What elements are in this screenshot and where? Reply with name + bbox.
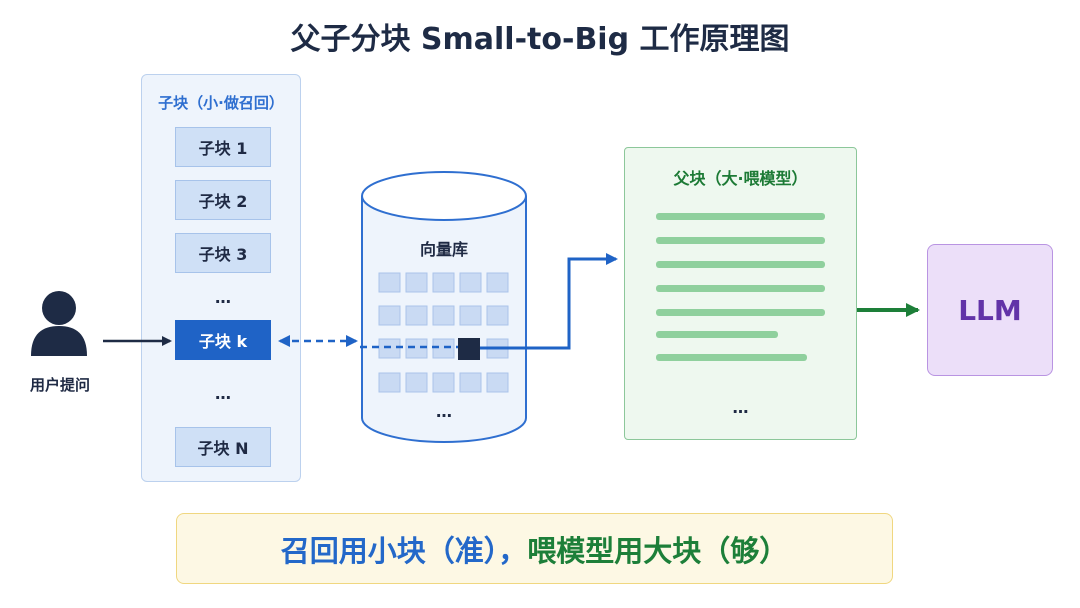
child-chunk-ellipsis: … bbox=[215, 384, 231, 403]
parent-chunk-panel bbox=[624, 147, 857, 440]
child-chunk-3[interactable]: 子块 3 bbox=[175, 233, 271, 273]
user-question-label: 用户提问 bbox=[29, 376, 90, 394]
banner-feed-text: 喂模型用大块（够） bbox=[527, 533, 789, 568]
parent-lookup-arrow bbox=[480, 253, 618, 350]
banner-recall-text: 召回用小块（准）， bbox=[280, 533, 528, 568]
vector-db-label: 向量库 bbox=[419, 240, 468, 259]
parent-panel-title: 父块（大·喂模型） bbox=[673, 169, 808, 188]
text-line bbox=[656, 261, 825, 268]
vector-db-ellipsis: … bbox=[436, 402, 452, 421]
llm-box[interactable]: LLM bbox=[927, 244, 1053, 376]
person-icon bbox=[31, 291, 87, 356]
child-chunk-n[interactable]: 子块 N bbox=[175, 427, 271, 467]
summary-banner: 召回用小块（准）， 喂模型用大块（够） bbox=[176, 513, 893, 584]
child-chunk-2[interactable]: 子块 2 bbox=[175, 180, 271, 220]
text-line bbox=[656, 285, 825, 292]
vector-grid bbox=[378, 272, 509, 393]
child-chunk-k[interactable]: 子块 k bbox=[175, 320, 271, 360]
parent-ellipsis: … bbox=[732, 398, 749, 417]
text-line bbox=[656, 309, 825, 316]
text-line bbox=[656, 213, 825, 220]
text-line bbox=[656, 354, 807, 361]
page-title: 父子分块 Small-to-Big 工作原理图 bbox=[290, 22, 790, 57]
text-line bbox=[656, 237, 825, 244]
child-panel-title: 子块（小·做召回） bbox=[158, 94, 284, 112]
matched-vector bbox=[458, 338, 480, 360]
child-chunk-ellipsis: … bbox=[215, 288, 231, 307]
child-chunk-1[interactable]: 子块 1 bbox=[175, 127, 271, 167]
text-line bbox=[656, 331, 778, 338]
